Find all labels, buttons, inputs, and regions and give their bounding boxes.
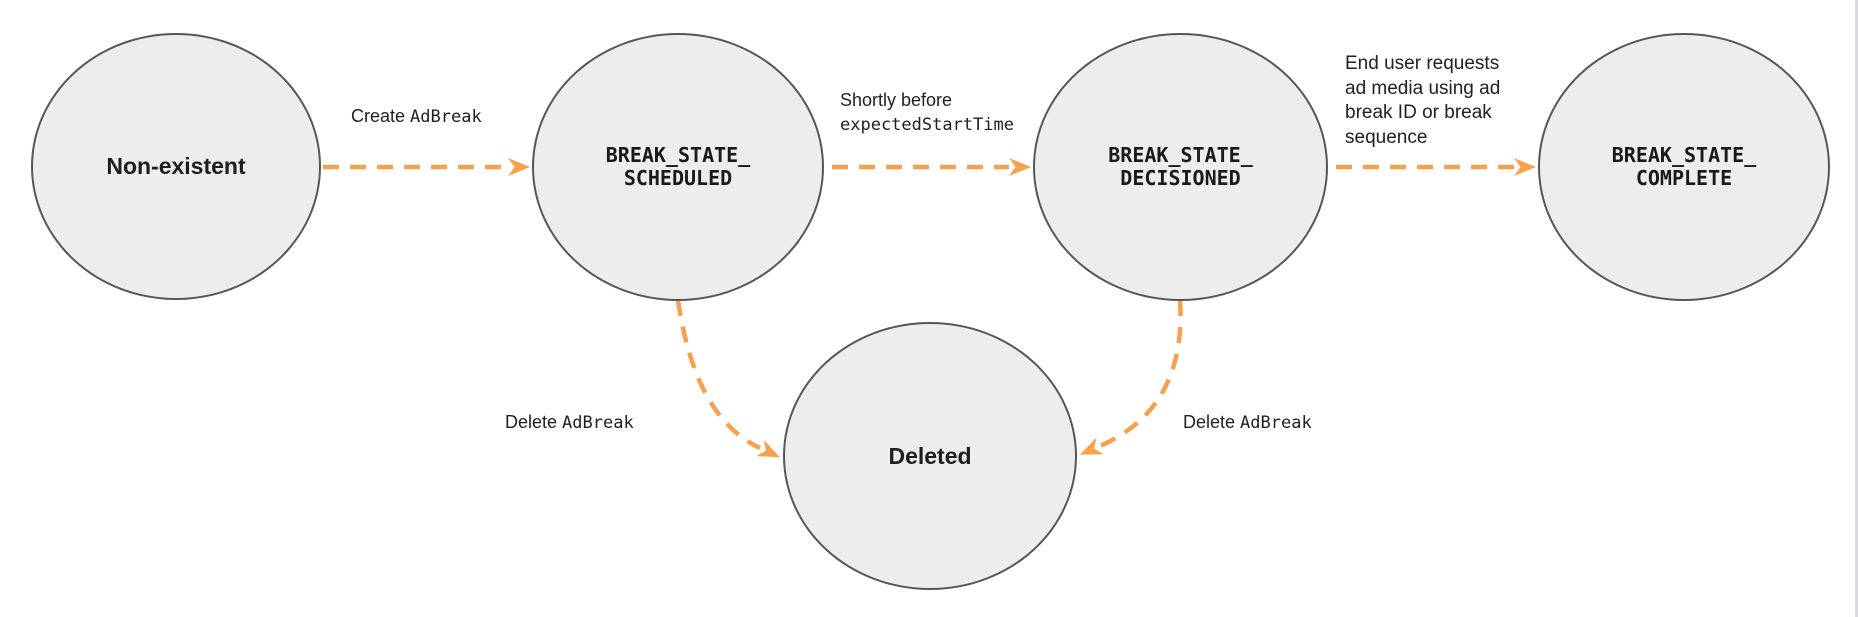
state-node-non-existent: Non-existent bbox=[31, 33, 321, 300]
state-node-deleted: Deleted bbox=[783, 322, 1077, 590]
edge-label-end-user-requests: End user requests ad media using ad brea… bbox=[1345, 52, 1500, 150]
edge-label-code: expectedStartTime bbox=[840, 115, 1014, 135]
edge-label-text-line: End user requests bbox=[1345, 53, 1500, 74]
edge-label-delete-adbreak-right: Delete AdBreak bbox=[1183, 410, 1312, 435]
arrow-delete-adbreak-left bbox=[675, 299, 780, 458]
state-label: Non-existent bbox=[106, 153, 246, 179]
state-label: BREAK_STATE_ COMPLETE bbox=[1611, 143, 1757, 190]
edge-label-code: AdBreak bbox=[562, 413, 634, 433]
edge-label-text: Delete bbox=[1183, 412, 1241, 432]
edge-label-code: AdBreak bbox=[1240, 413, 1312, 433]
state-node-break-state-scheduled: BREAK_STATE_ SCHEDULED bbox=[532, 33, 824, 301]
edge-label-text: Shortly before bbox=[840, 90, 953, 110]
arrow-delete-adbreak-right bbox=[1079, 299, 1183, 455]
edge-label-text: Delete bbox=[505, 412, 563, 432]
screenshot-right-border bbox=[1855, 0, 1858, 617]
edge-label-text-line: sequence bbox=[1345, 126, 1428, 148]
edge-label-create-adbreak: Create AdBreak bbox=[351, 104, 482, 129]
state-label: Deleted bbox=[888, 442, 972, 469]
edge-label-delete-adbreak-left: Delete AdBreak bbox=[505, 410, 634, 435]
state-node-break-state-complete: BREAK_STATE_ COMPLETE bbox=[1538, 33, 1830, 301]
edge-label-code: AdBreak bbox=[410, 107, 482, 127]
edge-label-text: Create bbox=[351, 106, 411, 126]
edge-label-text-line: ad media using ad bbox=[1345, 77, 1501, 99]
state-node-break-state-decisioned: BREAK_STATE_ DECISIONED bbox=[1033, 33, 1328, 301]
edge-label-before-expected-start-time: Shortly before expectedStartTime bbox=[840, 88, 1014, 138]
state-label: BREAK_STATE_ SCHEDULED bbox=[605, 143, 751, 190]
edge-label-text-line: break ID or break bbox=[1345, 102, 1492, 123]
state-label: BREAK_STATE_ DECISIONED bbox=[1108, 143, 1253, 190]
